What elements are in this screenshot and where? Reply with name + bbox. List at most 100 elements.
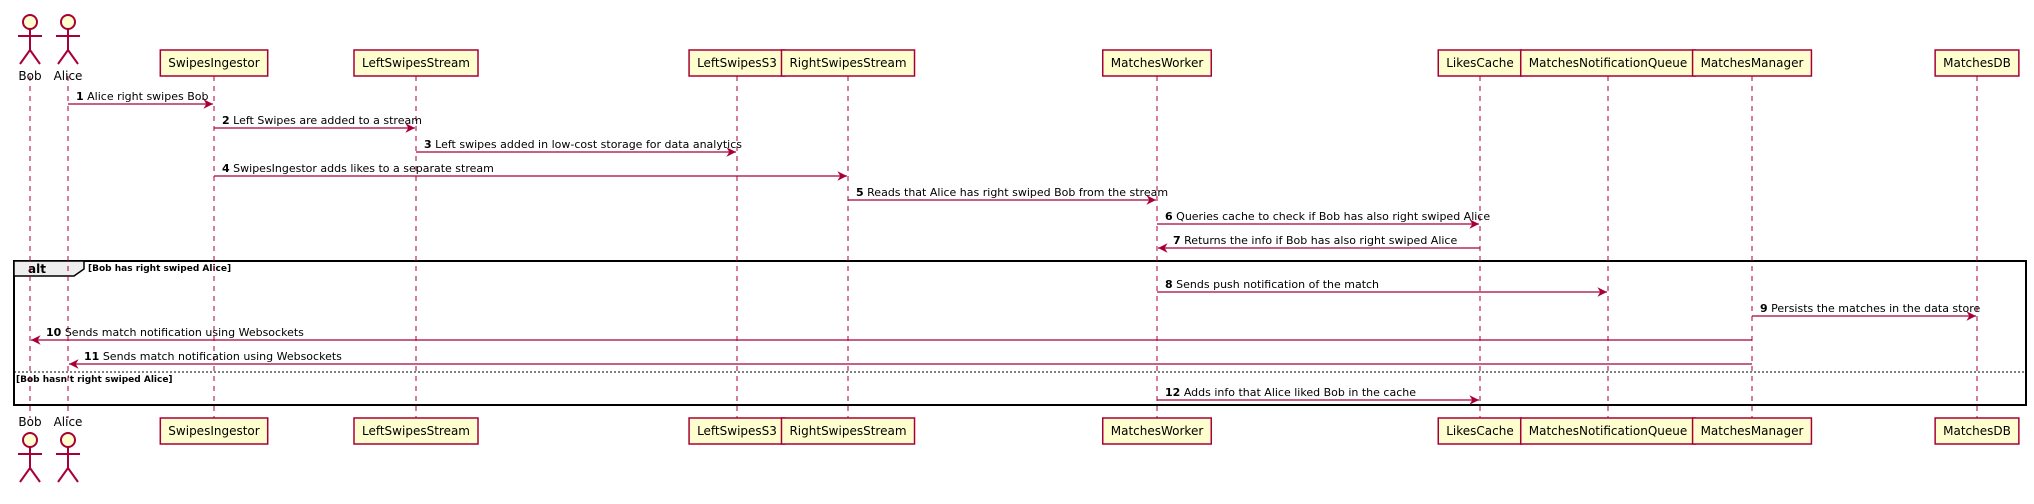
participant-matches-db-bottom: MatchesDB — [1934, 417, 2020, 445]
participant-label-left-swipes-stream: LeftSwipesStream — [362, 424, 470, 438]
message-text-5: 5 Reads that Alice has right swiped Bob … — [856, 186, 1168, 199]
message-6: 6 Queries cache to check if Bob has also… — [1157, 210, 1490, 229]
participant-box-matches-db — [1934, 49, 2020, 77]
message-number-1: 1 — [76, 90, 84, 103]
alt-fragment-frame — [13, 260, 2027, 406]
participant-box-matches-notification-queue — [1519, 49, 1697, 77]
participant-matches-notification-queue-top: MatchesNotificationQueue — [1519, 49, 1697, 77]
message-label-6: Queries cache to check if Bob has also r… — [1176, 210, 1490, 223]
message-4: 4 SwipesIngestor adds likes to a separat… — [214, 162, 847, 181]
participant-box-left-swipes-stream — [353, 49, 479, 77]
participant-box-matches-manager — [1691, 49, 1813, 77]
alice-actor-icon — [56, 432, 80, 483]
participant-right-swipes-stream-bottom: RightSwipesStream — [780, 417, 916, 445]
message-text-4: 4 SwipesIngestor adds likes to a separat… — [222, 162, 494, 175]
message-5: 5 Reads that Alice has right swiped Bob … — [848, 186, 1168, 205]
message-label-12: Adds info that Alice liked Bob in the ca… — [1184, 386, 1416, 399]
message-10: 10 Sends match notification using Websoc… — [31, 326, 1752, 345]
participant-matches-notification-queue-bottom: MatchesNotificationQueue — [1519, 417, 1697, 445]
message-text-12: 12 Adds info that Alice liked Bob in the… — [1165, 386, 1416, 399]
participant-matches-worker-top: MatchesWorker — [1101, 49, 1213, 77]
alice-actor-icon — [56, 14, 80, 65]
participant-label-left-swipes-s3: LeftSwipesS3 — [697, 56, 777, 70]
alt-guard-if: [Bob has right swiped Alice] — [88, 264, 231, 274]
message-text-8: 8 Sends push notification of the match — [1165, 278, 1379, 291]
participant-label-swipes-ingestor: SwipesIngestor — [168, 56, 259, 70]
message-label-2: Left Swipes are added to a stream — [233, 114, 422, 127]
participant-label-matches-worker: MatchesWorker — [1111, 56, 1204, 70]
message-label-11: Sends match notification using Websocket… — [103, 350, 342, 363]
participant-matches-manager-top: MatchesManager — [1691, 49, 1813, 77]
messages: 1 Alice right swipes Bob 2 Left Swipes ar… — [31, 90, 1980, 405]
participant-matches-worker-bottom: MatchesWorker — [1101, 417, 1213, 445]
message-number-10: 10 — [46, 326, 62, 339]
participant-box-matches-worker — [1101, 49, 1213, 77]
actor-bob: Bob — [18, 415, 42, 483]
message-text-2: 2 Left Swipes are added to a stream — [222, 114, 422, 127]
message-number-5: 5 — [856, 186, 864, 199]
message-label-3: Left swipes added in low-cost storage fo… — [435, 138, 742, 151]
participant-label-likes-cache: LikesCache — [1446, 56, 1514, 70]
participant-box-likes-cache — [1437, 417, 1523, 445]
participant-box-swipes-ingestor — [159, 417, 269, 445]
message-number-8: 8 — [1165, 278, 1173, 291]
participant-label-matches-db: MatchesDB — [1943, 56, 2011, 70]
message-number-4: 4 — [222, 162, 230, 175]
participant-label-matches-manager: MatchesManager — [1701, 56, 1804, 70]
message-text-11: 11 Sends match notification using Websoc… — [84, 350, 342, 363]
message-text-9: 9 Persists the matches in the data store — [1760, 302, 1980, 315]
bob-actor-icon — [18, 14, 42, 65]
participant-matches-manager-bottom: MatchesManager — [1691, 417, 1813, 445]
participant-left-swipes-stream-top: LeftSwipesStream — [353, 49, 479, 77]
participant-likes-cache-top: LikesCache — [1437, 49, 1523, 77]
message-number-7: 7 — [1173, 234, 1181, 247]
message-9: 9 Persists the matches in the data store — [1752, 302, 1980, 321]
participant-box-matches-worker — [1101, 417, 1213, 445]
message-text-3: 3 Left swipes added in low-cost storage … — [424, 138, 742, 151]
participant-right-swipes-stream-top: RightSwipesStream — [780, 49, 916, 77]
participant-likes-cache-bottom: LikesCache — [1437, 417, 1523, 445]
participant-box-left-swipes-s3 — [688, 417, 786, 445]
alt-fragment-label: alt — [28, 262, 46, 276]
message-7: 7 Returns the info if Bob has also right… — [1158, 234, 1480, 253]
alt-guard-else: [Bob hasn't right swiped Alice] — [16, 375, 173, 385]
message-label-8: Sends push notification of the match — [1176, 278, 1379, 291]
message-text-1: 1 Alice right swipes Bob — [76, 90, 208, 103]
message-number-11: 11 — [84, 350, 99, 363]
actor-label-alice: Alice — [54, 415, 83, 429]
participant-box-swipes-ingestor — [159, 49, 269, 77]
message-label-5: Reads that Alice has right swiped Bob fr… — [867, 186, 1168, 199]
actor-label-bob: Bob — [18, 415, 41, 429]
participant-label-swipes-ingestor: SwipesIngestor — [168, 424, 259, 438]
participant-left-swipes-s3-bottom: LeftSwipesS3 — [688, 417, 786, 445]
message-label-10: Sends match notification using Websocket… — [65, 326, 304, 339]
actor-alice: Alice — [54, 415, 83, 483]
bob-actor-icon — [18, 432, 42, 483]
participant-label-matches-db: MatchesDB — [1943, 424, 2011, 438]
participant-label-matches-manager: MatchesManager — [1701, 424, 1804, 438]
participant-box-right-swipes-stream — [780, 417, 916, 445]
alt-fragment-layer: alt [Bob has right swiped Alice] [Bob hasn… — [13, 260, 2027, 406]
participant-box-matches-db — [1934, 417, 2020, 445]
participant-label-likes-cache: LikesCache — [1446, 424, 1514, 438]
message-8: 8 Sends push notification of the match — [1157, 278, 1607, 297]
message-1: 1 Alice right swipes Bob — [68, 90, 213, 109]
participant-box-right-swipes-stream — [780, 49, 916, 77]
actor-label-bob: Bob — [18, 69, 41, 83]
participant-swipes-ingestor-bottom: SwipesIngestor — [159, 417, 269, 445]
message-label-4: SwipesIngestor adds likes to a separate … — [233, 162, 494, 175]
participant-box-left-swipes-s3 — [688, 49, 786, 77]
actor-label-alice: Alice — [54, 69, 83, 83]
message-number-2: 2 — [222, 114, 230, 127]
actor-bob: Bob — [18, 14, 42, 83]
participant-label-matches-worker: MatchesWorker — [1111, 424, 1204, 438]
participant-label-left-swipes-stream: LeftSwipesStream — [362, 56, 470, 70]
participant-label-matches-notification-queue: MatchesNotificationQueue — [1529, 424, 1688, 438]
participant-left-swipes-stream-bottom: LeftSwipesStream — [353, 417, 479, 445]
alt-fragment-tab — [13, 260, 85, 277]
message-label-9: Persists the matches in the data store — [1771, 302, 1980, 315]
message-text-6: 6 Queries cache to check if Bob has also… — [1165, 210, 1490, 223]
actor-alice: Alice — [54, 14, 83, 83]
